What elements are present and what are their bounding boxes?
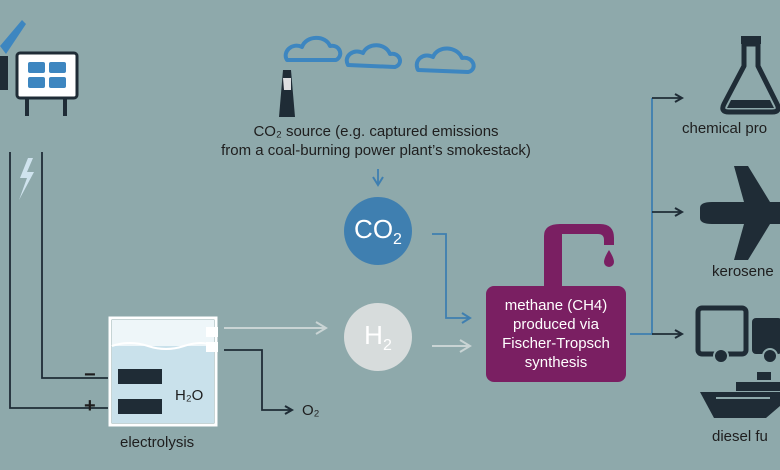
co2-source-line-1: CO₂ source (e.g. captured emissions bbox=[253, 123, 499, 140]
co2-source-label: CO₂ source (e.g. captured emissions from… bbox=[176, 122, 576, 160]
minus-terminal-label: − bbox=[84, 364, 96, 386]
co2-formula-sub: 2 bbox=[393, 231, 402, 249]
methane-box: methane (CH4) produced via Fischer-Trops… bbox=[486, 286, 626, 382]
methane-line-2: produced via bbox=[513, 316, 599, 333]
h2-formula-sub: 2 bbox=[382, 337, 392, 355]
tap-icon bbox=[544, 224, 614, 288]
smokestack-icon bbox=[279, 70, 295, 117]
water-label: H₂O bbox=[175, 387, 204, 404]
electrolysis-tank bbox=[108, 316, 218, 427]
h2-formula-main: H bbox=[364, 320, 383, 350]
oxygen-label: O₂ bbox=[302, 402, 320, 419]
methane-line-4: synthesis bbox=[524, 354, 588, 371]
plus-terminal-label: + bbox=[84, 395, 96, 417]
diesel-fuel-label: diesel fu bbox=[712, 428, 768, 445]
airplane-icon bbox=[700, 166, 780, 260]
co2-to-methane-arrow bbox=[432, 233, 472, 324]
co2-bubble bbox=[344, 197, 412, 265]
co2-formula-main: CO bbox=[354, 214, 394, 244]
products-branch-lines bbox=[630, 98, 653, 335]
o2-flow-arrow bbox=[224, 349, 292, 410]
ship-icon bbox=[700, 372, 780, 418]
electrolysis-label: electrolysis bbox=[120, 434, 195, 451]
chemical-products-label: chemical pro bbox=[682, 120, 768, 137]
co2-formula: CO2 bbox=[344, 214, 412, 249]
power-wires bbox=[9, 152, 108, 409]
h2-formula: H2 bbox=[344, 320, 412, 355]
smoke-clouds-icon bbox=[283, 35, 476, 74]
solar-panel-icon bbox=[15, 51, 79, 116]
flask-icon bbox=[720, 36, 780, 115]
wind-turbine-icon bbox=[0, 20, 26, 90]
methane-line-1: methane (CH4) bbox=[504, 297, 608, 314]
kerosene-label: kerosene bbox=[712, 263, 774, 280]
lightning-icon bbox=[19, 158, 34, 200]
h2-bubble bbox=[344, 303, 412, 371]
methane-line-3: Fischer-Tropsch bbox=[502, 335, 610, 352]
co2-source-line-2: from a coal-burning power plant’s smokes… bbox=[221, 142, 531, 159]
truck-icon bbox=[695, 305, 780, 364]
